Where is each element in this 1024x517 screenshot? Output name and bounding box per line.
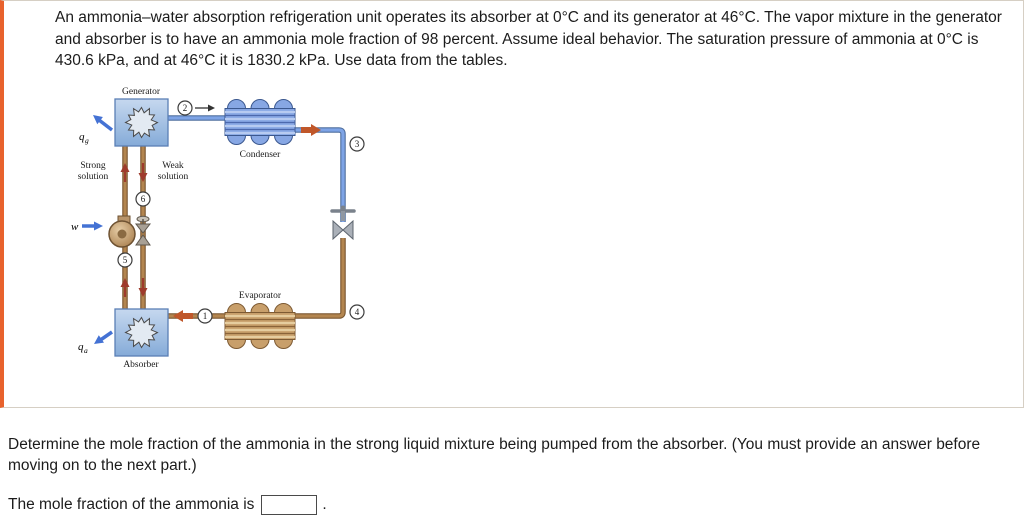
weak-solution-label-1: Weak xyxy=(162,161,184,171)
answer-prefix: The mole fraction of the ammonia is xyxy=(8,495,255,513)
state-3-label: 3 xyxy=(355,139,360,149)
flow-arrow-weak-down xyxy=(138,162,148,182)
evaporator-label: Evaporator xyxy=(239,291,282,301)
answer-line: The mole fraction of the ammonia is. xyxy=(8,494,1024,515)
flow-arrow-condenser-out xyxy=(301,123,321,136)
evaporator-coil xyxy=(224,302,296,349)
qg-symbol: q xyxy=(79,131,85,143)
state-5-label: 5 xyxy=(123,255,128,265)
condenser-label: Condenser xyxy=(240,150,281,160)
state-6-label: 6 xyxy=(141,194,146,204)
absorption-cycle-diagram: Generator Absorber Condenser xyxy=(65,84,1003,389)
qa-symbol: q xyxy=(78,341,84,353)
expansion-valve-icon xyxy=(330,205,356,240)
pump-icon xyxy=(108,215,136,248)
throttle-valve-icon xyxy=(134,215,152,245)
state-2-marker: 2 xyxy=(177,99,193,116)
state-2-label: 2 xyxy=(183,103,188,113)
strong-solution-label-1: Strong xyxy=(80,161,106,171)
state-5-marker: 5 xyxy=(117,251,133,268)
state-4-marker: 4 xyxy=(349,303,365,320)
question-prompt: Determine the mole fraction of the ammon… xyxy=(8,435,981,475)
condenser-coil xyxy=(224,98,296,145)
flow-arrow-strong-up xyxy=(120,162,130,182)
absorber-box xyxy=(114,307,169,357)
pump-work-arrow xyxy=(82,221,103,230)
pipe-condenser-to-valve xyxy=(295,126,346,222)
strong-solution-label-2: solution xyxy=(78,172,109,182)
pipe-valve-to-evaporator xyxy=(295,237,346,319)
qg-subscript: g xyxy=(85,136,89,145)
flow-arrow-strong-up-lower xyxy=(120,277,130,297)
problem-card: An ammonia–water absorption refrigeratio… xyxy=(0,0,1024,408)
state-4-label: 4 xyxy=(355,307,360,317)
generator-heat-arrow xyxy=(93,114,114,131)
state-6-marker: 6 xyxy=(135,190,151,207)
state-3-marker: 3 xyxy=(349,135,365,152)
absorber-heat-arrow xyxy=(94,330,113,344)
qa-subscript: a xyxy=(84,346,88,355)
work-label: w xyxy=(71,221,79,233)
cycle-diagram-svg: Generator Absorber Condenser xyxy=(71,87,365,370)
generator-box xyxy=(114,97,169,147)
generator-label: Generator xyxy=(122,87,161,97)
flow-arrow-evaporator-out xyxy=(173,309,193,322)
flow-arrow-state2 xyxy=(195,104,215,111)
question-section: Determine the mole fraction of the ammon… xyxy=(8,434,1024,515)
absorber-label: Absorber xyxy=(123,360,159,370)
answer-input[interactable] xyxy=(261,494,318,515)
flow-arrow-weak-down-lower xyxy=(138,277,148,297)
state-1-label: 1 xyxy=(203,311,208,321)
answer-suffix: . xyxy=(322,495,327,513)
problem-statement: An ammonia–water absorption refrigeratio… xyxy=(55,9,1002,69)
weak-solution-label-2: solution xyxy=(158,172,189,182)
state-1-marker: 1 xyxy=(197,307,213,324)
